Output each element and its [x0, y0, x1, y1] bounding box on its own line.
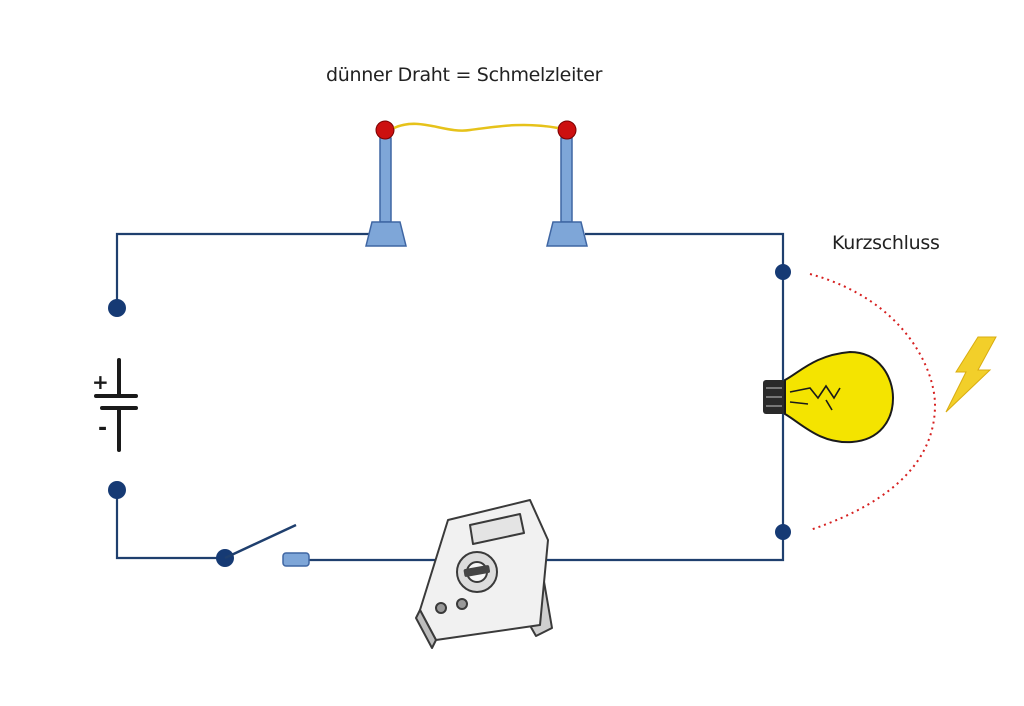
switch-lever: [224, 523, 297, 560]
multimeter-dial-pointer: [463, 565, 491, 577]
switch-contact: [282, 552, 310, 567]
battery-minus-sign: -: [98, 416, 108, 441]
fuse-wire-label: dünner Draht = Schmelzleiter: [326, 64, 603, 86]
circuit-wires: [115, 232, 785, 562]
short-circuit-label: Kurzschluss: [832, 232, 940, 254]
multimeter-display: [469, 513, 525, 545]
multimeter-icon: [415, 499, 553, 649]
battery-plus-sign: +: [92, 370, 109, 394]
bulb-bottom-node: [775, 524, 791, 540]
switch-icon: [224, 523, 310, 567]
fuse-post-left: [365, 120, 407, 247]
wire-bottom-left: [115, 490, 225, 560]
bulb-top-node: [775, 264, 791, 280]
short-circuit-path: [809, 273, 937, 531]
wire-top-left: [115, 232, 370, 308]
fuse-post-right: [546, 120, 588, 247]
lightning-bolt-icon: [945, 336, 997, 413]
fuse-post-left-tip: [375, 120, 395, 140]
multimeter-jack-right: [456, 598, 468, 610]
bulb-filament: [789, 384, 841, 411]
battery-top-node: [108, 299, 126, 317]
bulb-glass: [784, 350, 895, 444]
battery-bottom-node: [108, 481, 126, 499]
fuse-wire: [393, 122, 559, 132]
wire-top-right: [535, 232, 785, 562]
fuse-post-right-tip: [557, 120, 577, 140]
battery-symbol-icon: [94, 358, 138, 452]
multimeter-jack-left: [435, 602, 447, 614]
multimeter-side: [415, 609, 437, 649]
light-bulb-icon: [763, 350, 895, 444]
